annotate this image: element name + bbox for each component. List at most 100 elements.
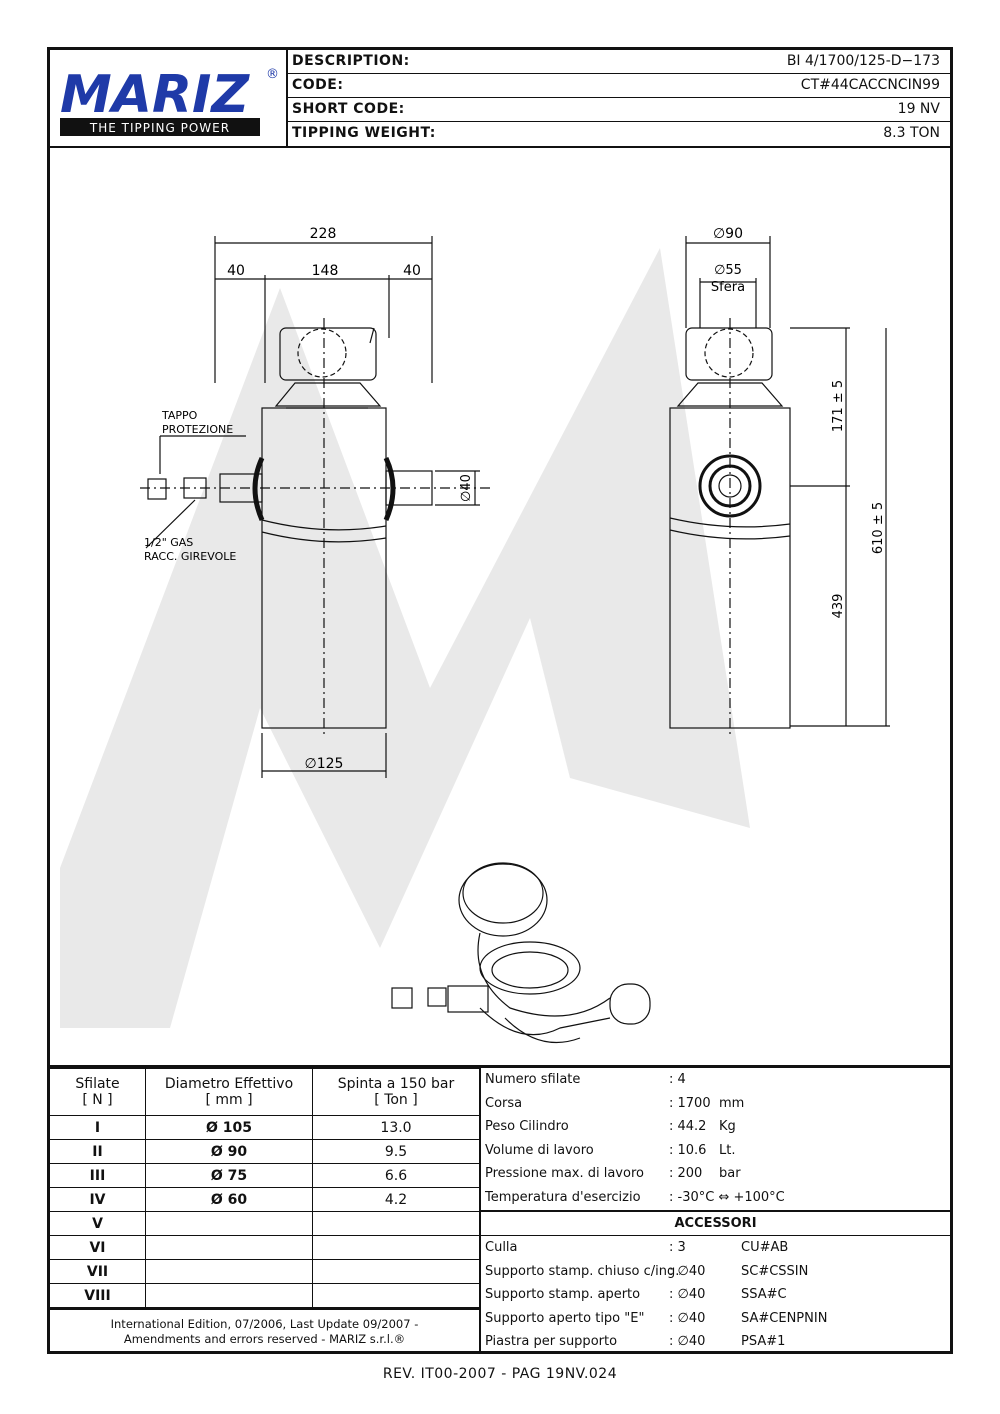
edition-note: International Edition, 07/2006, Last Upd… (50, 1308, 479, 1354)
dim-40-right: 40 (403, 263, 421, 279)
dim-228: 228 (310, 226, 337, 242)
stage-diam: Ø 90 (145, 1139, 313, 1164)
stage-force (312, 1235, 479, 1260)
property-row: Volume di lavoro : 10.6 Lt. (481, 1139, 950, 1163)
accessory-name: Supporto aperto tipo "E" (485, 1310, 645, 1326)
property-value: : 10.6 (669, 1142, 707, 1158)
property-label: Peso Cilindro (485, 1119, 569, 1134)
stage-num: II (50, 1139, 146, 1164)
left-dimensions (214, 236, 433, 383)
header-spinta-l1: Spinta a 150 bar (337, 1076, 455, 1092)
header-spinta-l2: [ Ton ] (374, 1092, 418, 1108)
title-block: DESCRIPTION: BI 4/1700/125-D−173 CODE: C… (288, 50, 950, 148)
stage-num: VI (50, 1235, 146, 1260)
accessory-row: Piastra per supporto : ∅40 PSA#1 (481, 1330, 950, 1354)
property-value: : 200 (669, 1166, 703, 1181)
stage-diam (145, 1235, 313, 1260)
description-label: DESCRIPTION: (292, 53, 410, 69)
property-label: Temperatura d'esercizio (485, 1189, 641, 1205)
accessory-qty: : ∅40 (669, 1287, 706, 1303)
edition-note-line2: Amendments and errors reserved - MARIZ s… (123, 1332, 406, 1346)
logo-text: MARIZ (60, 65, 250, 125)
sfera-label: Sfera (711, 280, 745, 295)
property-unit: bar (719, 1166, 741, 1181)
property-row: Pressione max. di lavoro : 200 bar (481, 1162, 950, 1186)
stage-diam (145, 1211, 313, 1236)
property-value: : 1700 (669, 1095, 711, 1111)
description-row: DESCRIPTION: BI 4/1700/125-D−173 (288, 50, 950, 74)
table-row: VII (50, 1259, 479, 1284)
technical-drawing: 228 40 148 40 ∅125 ∅40 ∅90 ∅55 Sfera 171… (50, 148, 950, 1065)
spec-area: Sfilate[ N ] Diametro Effettivo[ mm ] Sp… (50, 1065, 950, 1354)
isometric-view (391, 862, 651, 1044)
stage-force: 4.2 (312, 1187, 479, 1212)
dim-40-port: ∅40 (459, 474, 474, 502)
accessory-qty: : ∅40 (669, 1334, 706, 1350)
accessory-code: SA#CENPNIN (741, 1310, 828, 1326)
table-row: V (50, 1211, 479, 1236)
description-value: BI 4/1700/125-D−173 (786, 53, 940, 69)
header-sfilate-l2: [ N ] (82, 1092, 113, 1108)
property-label: Numero sfilate (485, 1072, 581, 1087)
gas-label-2: RACC. GIREVOLE (144, 550, 236, 563)
accessory-name: Supporto stamp. aperto (485, 1287, 641, 1303)
accessory-code: SC#CSSIN (741, 1263, 809, 1279)
code-row: CODE: CT#44CACCNCIN99 (288, 74, 950, 98)
tipping-weight-row: TIPPING WEIGHT: 8.3 TON (288, 122, 950, 146)
logo-tagline: THE TIPPING POWER (89, 121, 230, 135)
property-value: : 4 (669, 1072, 686, 1087)
property-value: : 44.2 (669, 1119, 707, 1134)
tappo-label-2: PROTEZIONE (162, 423, 233, 436)
stage-num: VIII (50, 1283, 146, 1308)
dim-90: ∅90 (713, 226, 743, 242)
short-code-label: SHORT CODE: (292, 101, 405, 117)
property-row: Numero sfilate : 4 (481, 1068, 950, 1092)
stage-diam: Ø 105 (145, 1115, 313, 1140)
dim-610: 610 ± 5 (871, 502, 886, 554)
property-row: Temperatura d'esercizio : -30°C ⇔ +100°C (481, 1186, 950, 1210)
left-cylinder (140, 318, 490, 738)
logo-area: MARIZ ® THE TIPPING POWER (50, 50, 288, 148)
stage-diam (145, 1283, 313, 1308)
stage-num: VII (50, 1259, 146, 1284)
dim-439: 439 (831, 594, 846, 619)
table-row: VI (50, 1235, 479, 1260)
header-diametro-l1: Diametro Effettivo (164, 1076, 294, 1092)
property-value: : -30°C ⇔ +100°C (669, 1189, 785, 1205)
stage-force: 6.6 (312, 1163, 479, 1188)
tipping-weight-label: TIPPING WEIGHT: (292, 125, 436, 141)
accessory-qty: : 3 (669, 1240, 686, 1255)
stage-force (312, 1211, 479, 1236)
property-unit: Lt. (719, 1142, 736, 1158)
gas-label-1: 1/2" GAS (144, 536, 193, 549)
revision-footer: REV. IT00-2007 - PAG 19NV.024 (382, 1366, 618, 1382)
stage-num: V (50, 1211, 146, 1236)
accessory-name: Piastra per supporto (485, 1334, 618, 1350)
dim-148: 148 (312, 263, 339, 279)
stage-force (312, 1283, 479, 1308)
property-label: Pressione max. di lavoro (485, 1166, 644, 1181)
accessory-qty: : ∅40 (669, 1263, 706, 1279)
stages-header-row: Sfilate[ N ] Diametro Effettivo[ mm ] Sp… (50, 1068, 479, 1116)
tagline-bar (60, 118, 260, 136)
stage-num: IV (50, 1187, 146, 1212)
drawing-svg: 228 40 148 40 ∅125 ∅40 ∅90 ∅55 Sfera 171… (60, 226, 890, 1044)
property-label: Volume di lavoro (485, 1142, 594, 1158)
property-unit: mm (719, 1095, 745, 1111)
accessories-title: ACCESSORI (481, 1212, 950, 1236)
dim-171: 171 ± 5 (831, 380, 846, 432)
accessory-code: PSA#1 (741, 1334, 786, 1350)
stages-table-box: Sfilate[ N ] Diametro Effettivo[ mm ] Sp… (50, 1068, 481, 1354)
stage-diam: Ø 75 (145, 1163, 313, 1188)
code-value: CT#44CACCNCIN99 (800, 77, 940, 93)
stage-num: III (50, 1163, 146, 1188)
